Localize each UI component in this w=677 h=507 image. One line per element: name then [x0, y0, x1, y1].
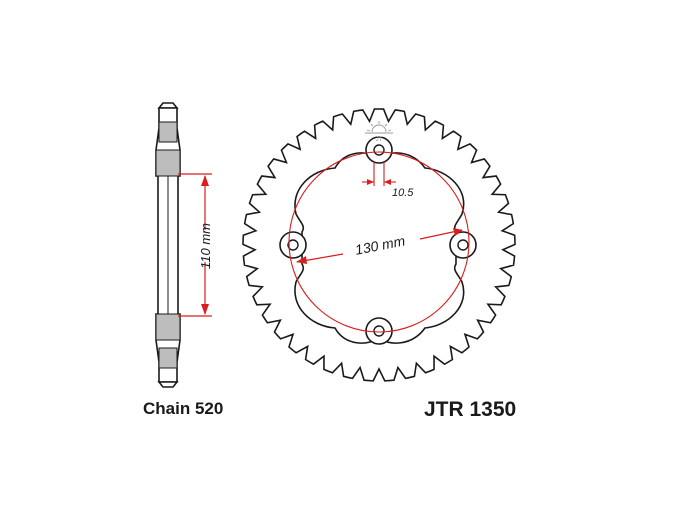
hub-diameter-label: 110 mm [198, 223, 213, 269]
side-profile-view [155, 102, 181, 388]
jt-sun-logo-icon: JT [365, 121, 393, 143]
chain-size-caption: Chain 520 [143, 399, 223, 418]
side-profile-hub-top [155, 149, 181, 177]
sprocket-front-view: 130 mm 10.5 JT [242, 108, 516, 382]
bolt-hole-right [449, 231, 477, 259]
bolt-circle [288, 151, 470, 333]
bolt-hole-label: 10.5 [392, 187, 414, 199]
side-profile-hub-bottom [155, 313, 181, 341]
part-number-caption: JTR 1350 [424, 398, 516, 421]
sprocket-center-cutout [294, 152, 465, 344]
hub-diameter-dimension: 110 mm [178, 173, 213, 317]
side-profile-bottom-tooth [157, 381, 179, 388]
bolt-hole-dimension: 10.5 [362, 162, 414, 199]
bolt-hole-bottom [365, 317, 393, 345]
svg-text:JT: JT [376, 137, 383, 143]
side-profile-rim-bottom [158, 347, 178, 369]
bolt-hole-left [279, 231, 307, 259]
side-profile-rim-top [158, 121, 178, 143]
